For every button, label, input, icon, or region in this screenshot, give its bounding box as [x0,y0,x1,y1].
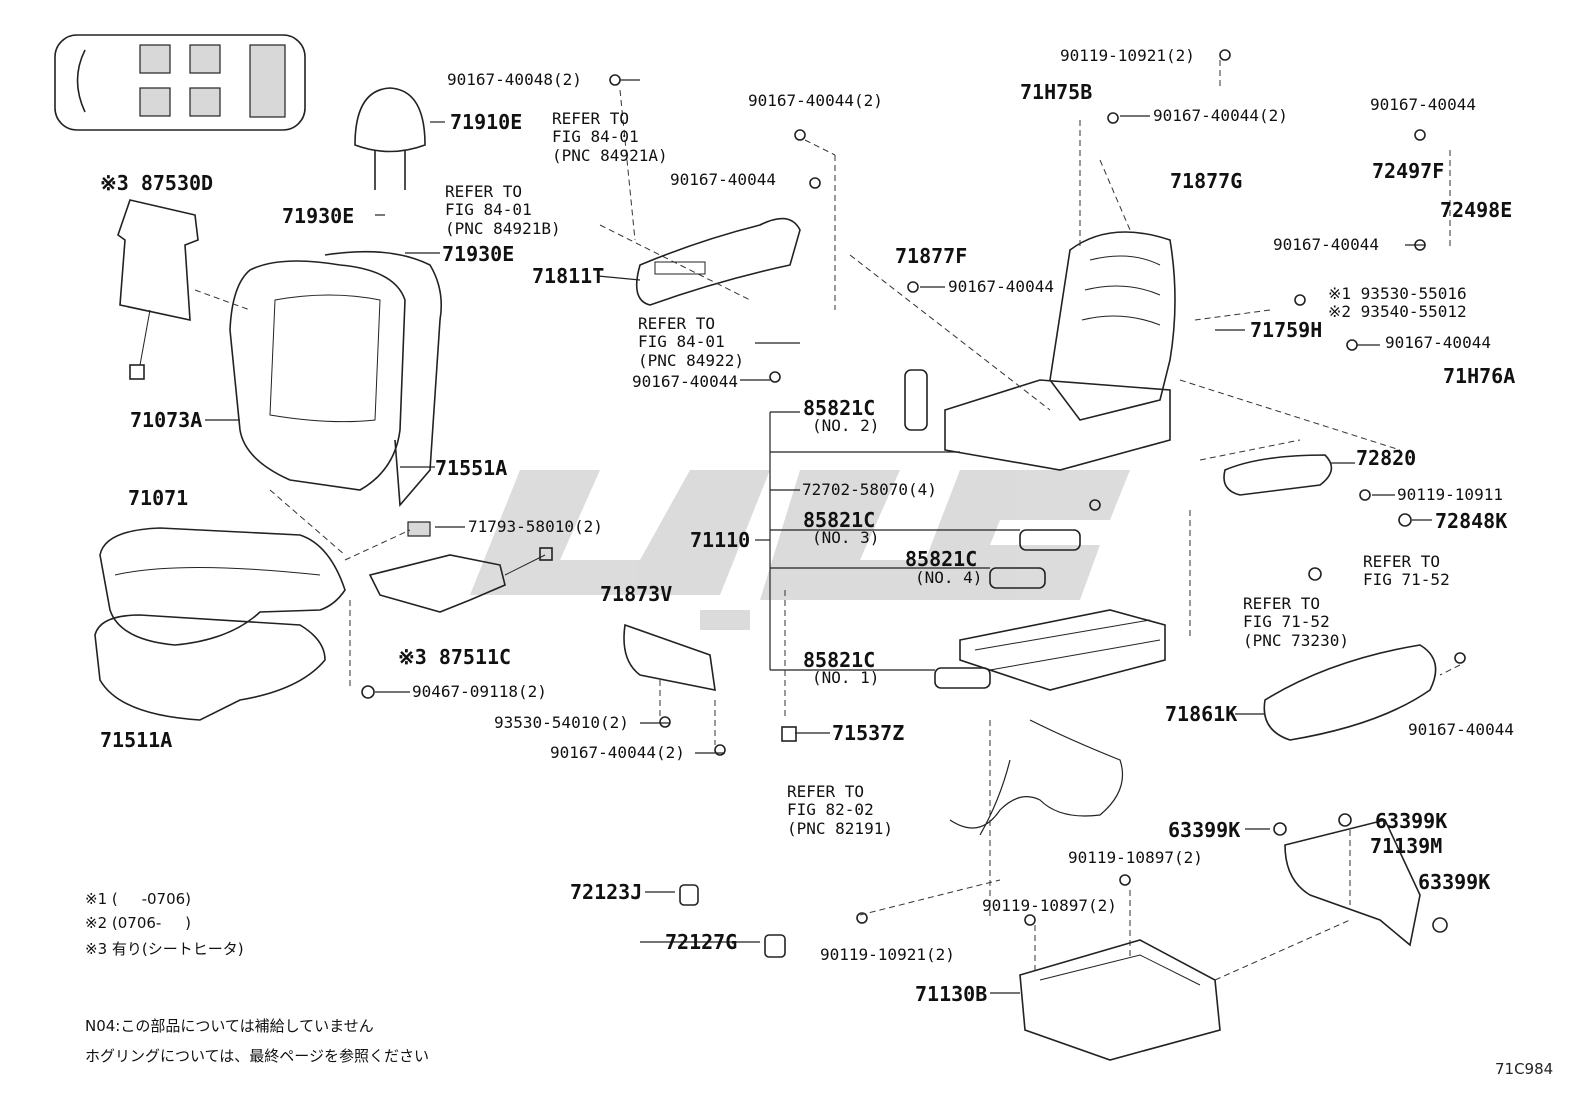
seat-back [229,250,443,507]
label-71910e: 71910E [450,110,523,134]
label-no3: (NO. 3) [812,528,880,547]
note-3: ※3 有り(シートヒータ) [85,940,244,958]
label-63399k-b: 63399K [1375,809,1448,833]
label-63399k-c: 63399K [1418,870,1491,894]
label-no1: (NO. 1) [812,668,880,687]
label-71073a: 71073A [130,408,203,432]
label-90119-10921-2b: 90119-10921(2) [820,945,955,964]
leader-lines [194,60,1461,994]
label-85821c-no2: 85821C [803,396,876,420]
label-71110: 71110 [690,528,751,552]
seat-adjuster-track [959,609,1166,691]
headrest [354,87,426,190]
label-90167-40048: 90167-40048(2) [447,70,582,89]
seat-frame [944,231,1176,471]
label-90119-10921: 90119-10921(2) [1060,46,1195,65]
label-93530-93540: ※1 93530-55016 ※2 93540-55012 [1328,284,1467,322]
label-71861k: 71861K [1165,702,1238,726]
label-71877f: 71877F [895,244,968,268]
motor-no3 [1019,529,1081,551]
label-refer-84922: REFER TO FIG 84-01 (PNC 84922) [638,314,744,370]
label-no4: (NO. 4) [915,568,983,587]
label-no2: (NO. 2) [812,416,880,435]
label-72127g: 72127G [665,930,738,954]
heater-pad-cushion [368,547,553,613]
label-90167-40044-d: 90167-40044 [948,277,1054,296]
label-71511a: 71511A [100,728,173,752]
label-72848k: 72848K [1435,509,1508,533]
label-90167-40044-c: 90167-40044 [1273,235,1379,254]
seat-shield-outer [635,217,801,306]
note-2: ※2 (0706- ) [85,914,192,932]
label-refer-84921a: REFER TO FIG 84-01 (PNC 84921A) [552,109,668,165]
motor-no2 [904,369,928,431]
label-90167-40044-b: 90167-40044 [670,170,776,189]
label-87511c: ※3 87511C [398,645,512,669]
side-cover [623,623,716,692]
motor-no4 [989,567,1046,589]
label-87530d: ※3 87530D [100,171,214,195]
clip-71537z [781,726,797,742]
note-hog-ring: ホグリングについては、最終ページを参照ください [85,1047,429,1065]
seat-layout-icon [54,34,306,131]
label-refer-71-52: REFER TO FIG 71-52 [1363,552,1450,590]
label-85821c-no4: 85821C [905,547,978,571]
label-90119-10911: 90119-10911 [1397,485,1503,504]
label-71139m: 71139M [1370,834,1443,858]
seat-lower-cover [1284,819,1421,947]
wire-harness [949,719,1124,836]
label-71877g: 71877G [1170,169,1243,193]
label-72123j: 72123J [570,880,643,904]
label-71h76a: 71H76A [1443,364,1516,388]
cap-72123j [679,884,699,906]
label-71537z: 71537Z [832,721,905,745]
label-90167-40044-e: 90167-40044 [1385,333,1491,352]
label-90167-40044-2b: 90167-40044(2) [1153,106,1288,125]
label-85821c-no3: 85821C [803,508,876,532]
clip-71793 [407,521,431,537]
label-71873v: 71873V [600,582,673,606]
label-93530-54010: 93530-54010(2) [494,713,629,732]
label-71811t: 71811T [532,264,605,288]
label-90167-40044-2a: 90167-40044(2) [748,91,883,110]
armrest [1263,644,1437,741]
label-71130b: 71130B [915,982,988,1006]
label-90167-40044-2c: 90167-40044(2) [550,743,685,762]
label-72702-58070: 72702-58070(4) [802,480,937,499]
seat-cushion-pad [94,614,326,721]
label-refer-82191: REFER TO FIG 82-02 (PNC 82191) [787,782,893,838]
label-72820: 72820 [1356,446,1417,470]
label-90167-40044-a: 90167-40044 [1370,95,1476,114]
note-1: ※1 ( -0706) [85,890,192,908]
heater-pad-back [117,199,199,380]
figure-code: 71C984 [1495,1060,1554,1078]
label-71930e-a: 71930E [282,204,355,228]
label-85821c-no1: 85821C [803,648,876,672]
label-71551a: 71551A [435,456,508,480]
label-90167-40044-g: 90167-40044 [1408,720,1514,739]
seat-base-box [1019,939,1221,1061]
label-72498e: 72498E [1440,198,1513,222]
label-90467-09118: 90467-09118(2) [412,682,547,701]
label-71759h: 71759H [1250,318,1323,342]
label-71930e-b: 71930E [442,242,515,266]
label-72497f: 72497F [1372,159,1445,183]
label-90119-10897-b: 90119-10897(2) [982,896,1117,915]
label-63399k-a: 63399K [1168,818,1241,842]
motor-no1 [934,667,991,689]
label-71793-58010: 71793-58010(2) [468,517,603,536]
label-refer-84921b: REFER TO FIG 84-01 (PNC 84921B) [445,182,561,238]
label-90119-10897-a: 90119-10897(2) [1068,848,1203,867]
note-n04: N04:この部品については補給していません [85,1017,374,1035]
label-71h75b: 71H75B [1020,80,1093,104]
label-refer-73230: REFER TO FIG 71-52 (PNC 73230) [1243,594,1349,650]
seat-cushion [99,527,346,646]
bolt-icons [361,49,1466,933]
label-90167-40044-f: 90167-40044 [632,372,738,391]
armrest-cover [1223,454,1333,496]
cap-72127g [764,934,786,958]
label-71071: 71071 [128,486,189,510]
